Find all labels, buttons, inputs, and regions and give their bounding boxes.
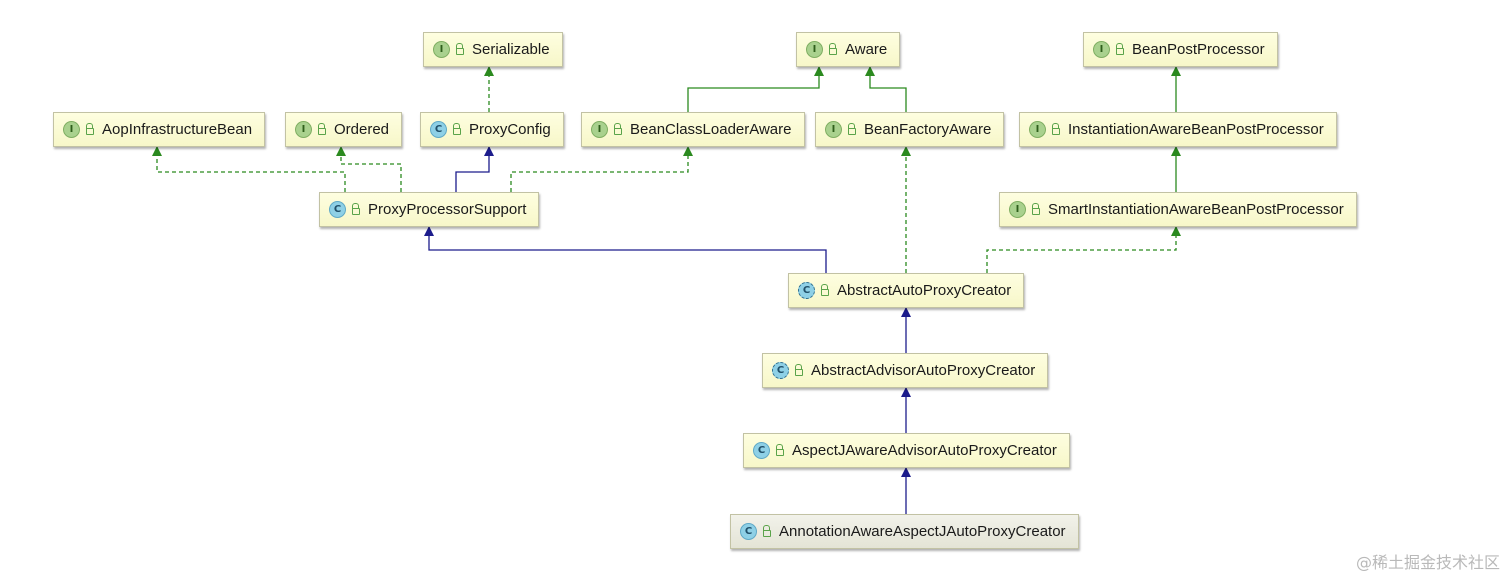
lock-icon <box>829 43 837 55</box>
lock-icon <box>1032 203 1040 215</box>
interface-icon: I <box>63 121 80 138</box>
lock-icon <box>453 123 461 135</box>
lock-icon <box>763 525 771 537</box>
node-abstractadvisorautoproxycreator[interactable]: C AbstractAdvisorAutoProxyCreator <box>762 353 1049 388</box>
node-label: Aware <box>845 41 888 58</box>
node-label: AbstractAdvisorAutoProxyCreator <box>811 362 1036 379</box>
node-label: InstantiationAwareBeanPostProcessor <box>1068 121 1324 138</box>
node-aspectjawareadvisorautoproxycreator[interactable]: C AspectJAwareAdvisorAutoProxyCreator <box>743 433 1070 468</box>
abstract-class-icon: C <box>798 282 815 299</box>
interface-extends-edge <box>865 66 907 112</box>
node-label: ProxyProcessorSupport <box>368 201 527 218</box>
lock-icon <box>318 123 326 135</box>
interface-icon: I <box>433 41 450 58</box>
abstract-class-icon: C <box>772 362 789 379</box>
lock-icon <box>1052 123 1060 135</box>
node-smartinstantiationawarebeanpostprocessor[interactable]: I SmartInstantiationAwareBeanPostProcess… <box>999 192 1357 227</box>
node-aware[interactable]: I Aware <box>796 32 901 67</box>
node-label: AbstractAutoProxyCreator <box>837 282 1012 299</box>
class-icon: C <box>329 201 346 218</box>
node-proxyconfig[interactable]: C ProxyConfig <box>420 112 564 147</box>
node-aopinfrastructurebean[interactable]: I AopInfrastructureBean <box>53 112 266 147</box>
node-label: SmartInstantiationAwareBeanPostProcessor <box>1048 201 1344 218</box>
node-proxyprocessorsupport[interactable]: C ProxyProcessorSupport <box>319 192 540 227</box>
lock-icon <box>776 444 784 456</box>
lock-icon <box>86 123 94 135</box>
node-label: AspectJAwareAdvisorAutoProxyCreator <box>792 442 1057 459</box>
interface-icon: I <box>1009 201 1026 218</box>
lock-icon <box>821 284 829 296</box>
node-abstractautoproxycreator[interactable]: C AbstractAutoProxyCreator <box>788 273 1025 308</box>
node-label: BeanPostProcessor <box>1132 41 1265 58</box>
extends-edge <box>424 226 827 273</box>
implements-edge <box>986 226 1181 273</box>
lock-icon <box>456 43 464 55</box>
node-annotationawareaspectjautoproxycreator[interactable]: C AnnotationAwareAspectJAutoProxyCreator <box>730 514 1079 549</box>
node-label: BeanFactoryAware <box>864 121 992 138</box>
watermark: @稀土掘金技术社区 <box>1355 553 1500 572</box>
implements-edge <box>510 146 693 192</box>
class-icon: C <box>430 121 447 138</box>
node-label: Ordered <box>334 121 390 138</box>
node-label: ProxyConfig <box>469 121 551 138</box>
interface-icon: I <box>1093 41 1110 58</box>
interface-extends-edge <box>687 66 824 112</box>
class-icon: C <box>740 523 757 540</box>
node-label: AopInfrastructureBean <box>102 121 253 138</box>
interface-icon: I <box>591 121 608 138</box>
implements-edge <box>336 146 402 192</box>
node-label: BeanClassLoaderAware <box>630 121 792 138</box>
lock-icon <box>1116 43 1124 55</box>
interface-icon: I <box>295 121 312 138</box>
lock-icon <box>614 123 622 135</box>
implements-edge <box>152 146 346 192</box>
lock-icon <box>352 203 360 215</box>
interface-icon: I <box>806 41 823 58</box>
node-label: Serializable <box>472 41 550 58</box>
node-instantiationawarebeanpostprocessor[interactable]: I InstantiationAwareBeanPostProcessor <box>1019 112 1337 147</box>
node-beanfactoryaware[interactable]: I BeanFactoryAware <box>815 112 1005 147</box>
class-icon: C <box>753 442 770 459</box>
node-ordered[interactable]: I Ordered <box>285 112 403 147</box>
node-beanclassloaderaware[interactable]: I BeanClassLoaderAware <box>581 112 805 147</box>
node-beanpostprocessor[interactable]: I BeanPostProcessor <box>1083 32 1278 67</box>
lock-icon <box>795 364 803 376</box>
interface-icon: I <box>1029 121 1046 138</box>
node-serializable[interactable]: I Serializable <box>423 32 563 67</box>
extends-edge <box>455 146 494 192</box>
node-label: AnnotationAwareAspectJAutoProxyCreator <box>779 523 1066 540</box>
lock-icon <box>848 123 856 135</box>
interface-icon: I <box>825 121 842 138</box>
